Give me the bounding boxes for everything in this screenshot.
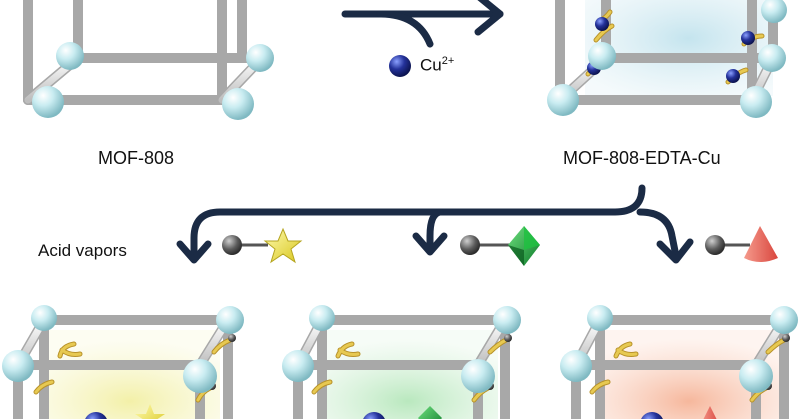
mof-probe-octahedron-cube [282, 305, 521, 419]
mof-edta-cu-label: MOF-808-EDTA-Cu [563, 148, 721, 168]
cu-site [741, 31, 755, 45]
zr-node [31, 305, 57, 331]
zr-node [758, 44, 786, 72]
cu-site [363, 412, 385, 419]
zr-node [216, 306, 244, 334]
star-probe-icon [222, 227, 303, 264]
zr-node [560, 350, 592, 382]
octahedron-probe-icon [460, 226, 540, 266]
zr-node [309, 305, 335, 331]
cu-site [595, 17, 609, 31]
zr-node [282, 350, 314, 382]
acid-vapors-label: Acid vapors [38, 241, 127, 260]
cu-charge: 2+ [441, 55, 455, 67]
zr-node [32, 86, 64, 118]
zr-node [2, 350, 34, 382]
mof-probe-cone-cube [560, 305, 798, 419]
zr-node [739, 359, 773, 393]
zr-node [547, 84, 579, 116]
cu-site [85, 412, 107, 419]
zr-node [493, 306, 521, 334]
zr-node [588, 42, 616, 70]
mof-probe-star-cube [2, 305, 244, 419]
mof-edta-cu-cube [547, 0, 787, 118]
branch-arrow-icon [176, 184, 694, 264]
zr-node [461, 359, 495, 393]
zr-node [587, 305, 613, 331]
zr-node [246, 44, 274, 72]
zr-node [770, 306, 798, 334]
curved-arrow-icon [341, 0, 504, 48]
cu-ion-icon [389, 55, 411, 77]
cu-site [726, 69, 740, 83]
cone-probe-icon [705, 226, 778, 262]
zr-node [183, 359, 217, 393]
zr-node [740, 86, 772, 118]
zr-node [56, 42, 84, 70]
cu-site [641, 412, 663, 419]
cu-symbol: Cu [420, 55, 442, 75]
zr-node [761, 0, 787, 23]
zr-node [222, 88, 254, 120]
cu-ion-label: Cu2+ [420, 55, 454, 76]
mof808-cube [23, 0, 274, 120]
mof808-label: MOF-808 [98, 148, 175, 168]
